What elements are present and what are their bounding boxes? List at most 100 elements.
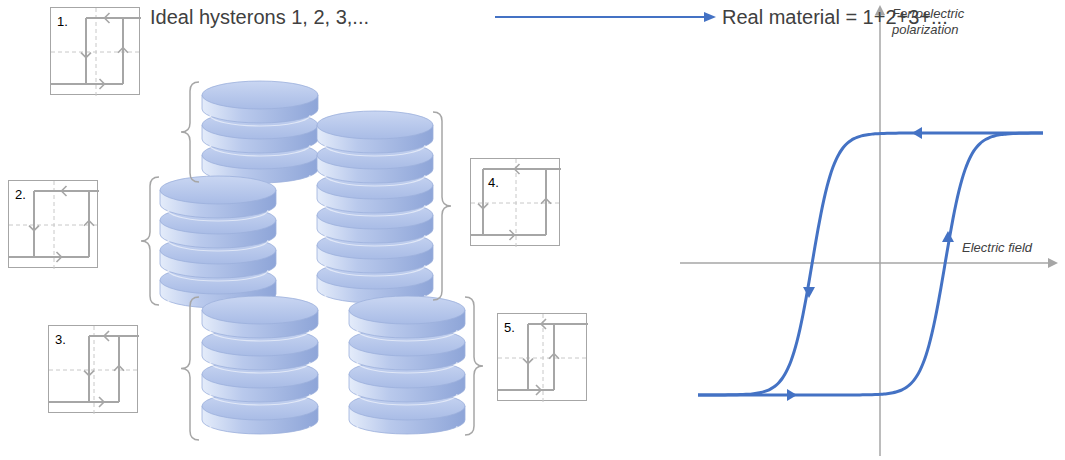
loop-arrow (942, 231, 954, 242)
grid-line (49, 370, 139, 371)
disc-highlight (357, 394, 457, 405)
disc-top (317, 111, 433, 139)
loop-arrow (104, 331, 109, 341)
disc-highlight (168, 270, 268, 281)
loop-line (34, 190, 99, 192)
loop-line (527, 324, 529, 390)
loop-arrow (536, 385, 541, 395)
loop-arrow (515, 164, 520, 174)
hysteron-box: 4. (470, 158, 560, 246)
disc-highlight (210, 394, 310, 405)
heading-text: Ideal hysterons 1, 2, 3,... (150, 5, 369, 29)
loop-arrow (62, 186, 67, 196)
bracket (181, 297, 199, 440)
loop-line (483, 168, 561, 170)
disc-top (202, 296, 318, 324)
hysteron-loop (471, 159, 561, 247)
loop-arrow (510, 230, 515, 240)
loop-arrow (114, 366, 124, 371)
loop-line (85, 18, 87, 84)
disc-highlight (210, 362, 310, 373)
loop-arrow (84, 221, 94, 226)
loop-line (122, 18, 124, 84)
loop-line (86, 17, 141, 19)
callout-number: 1. (57, 14, 68, 29)
disc-highlight (357, 330, 457, 341)
loop-arrow (541, 199, 551, 204)
loop-arrow (118, 48, 128, 53)
sum-arrow-line (495, 16, 706, 18)
disc-highlight (357, 426, 457, 437)
loop-line (528, 323, 588, 325)
loop-arrow (478, 204, 488, 209)
loop-line (482, 169, 484, 235)
axis-label: Electric field (962, 240, 1032, 256)
loop-arrow (787, 389, 797, 401)
disc-highlight (210, 426, 310, 437)
grid-line (498, 358, 588, 359)
callout-number: 3. (55, 332, 66, 347)
disc-stack (202, 296, 318, 437)
bracket (433, 112, 451, 300)
loop-arrow (541, 319, 546, 329)
y-axis (879, 12, 881, 456)
loop-branch-down (698, 133, 1043, 395)
hysteron-box: 3. (48, 325, 138, 413)
sum-arrow-head (704, 12, 716, 22)
disc-highlight (210, 330, 310, 341)
callout-number: 4. (488, 175, 499, 190)
x-axis-head (1048, 258, 1058, 268)
disc-highlight (210, 145, 310, 156)
loop-line (498, 389, 554, 391)
disc-highlight (325, 175, 425, 186)
loop-line (9, 256, 89, 258)
loop-line (89, 335, 139, 337)
loop-arrow (105, 13, 110, 23)
loop-line (88, 191, 90, 257)
disc-highlight (325, 265, 425, 276)
axis-label: Ferroelectric polarization (892, 6, 988, 37)
disc-top (160, 176, 276, 204)
callout-number: 2. (15, 187, 26, 202)
loop-arrow (81, 53, 91, 58)
disc-top (349, 296, 465, 324)
bracket (465, 297, 483, 435)
loop-line (88, 336, 90, 402)
loop-arrow (803, 287, 815, 298)
x-axis (680, 262, 1050, 264)
disc-top (202, 81, 318, 109)
disc-highlight (325, 235, 425, 246)
loop-arrow (549, 354, 559, 359)
loop-arrow (29, 226, 39, 231)
disc-stack (160, 176, 276, 311)
disc-highlight (168, 210, 268, 221)
loop-arrow (100, 79, 105, 89)
disc-highlight (325, 145, 425, 156)
disc-stack (202, 81, 318, 186)
loop-arrow (912, 127, 922, 139)
loop-line (33, 191, 35, 257)
disc-highlight (168, 240, 268, 251)
disc-highlight (210, 115, 310, 126)
disc-highlight (357, 362, 457, 373)
loop-branch-up (698, 133, 1043, 395)
hysteron-box: 1. (50, 7, 140, 95)
loop-arrow (84, 371, 94, 376)
hysteron-box: 5. (497, 313, 587, 401)
disc-stack (349, 296, 465, 437)
disc-highlight (325, 205, 425, 216)
loop-line (545, 169, 547, 235)
bracket (141, 177, 159, 305)
bracket (181, 82, 199, 182)
loop-arrow (57, 252, 62, 262)
loop-line (118, 336, 120, 402)
loop-arrow (99, 397, 104, 407)
hysteron-box: 2. (8, 180, 98, 268)
grid-line (471, 203, 561, 204)
loop-arrow (523, 359, 533, 364)
loop-line (49, 401, 119, 403)
disc-stack (317, 111, 433, 306)
loop-line (553, 324, 555, 390)
callout-number: 5. (504, 320, 515, 335)
